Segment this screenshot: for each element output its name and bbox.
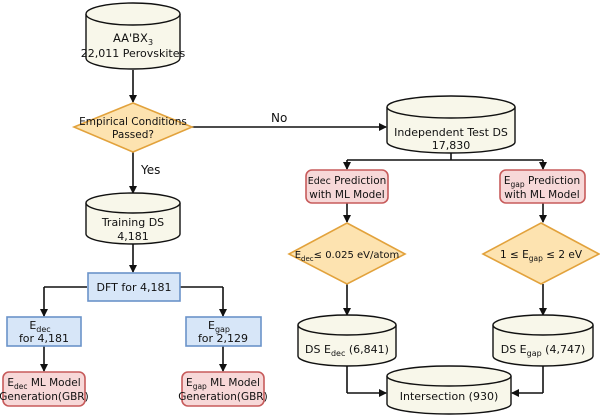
egap-prediction-symbol-subscript: gap — [511, 180, 525, 189]
training-label: Training DS — [101, 216, 164, 229]
ds-edec-cylinder: DS Edec (6,841) — [297, 314, 397, 367]
svg-text:Edec≤ 0.025 eV/atom: Edec≤ 0.025 eV/atom — [295, 250, 400, 263]
training-dataset-cylinder: Training DS 4,181 — [85, 192, 181, 245]
yes-label: Yes — [140, 163, 160, 177]
ds-edec-subscript: dec — [331, 349, 345, 358]
egap-prediction-box: Egap Prediction with ML Model — [499, 169, 586, 204]
edec-condition-subscript: dec — [301, 255, 314, 263]
svg-text:Edec: Edec — [29, 319, 50, 334]
edec-prediction-method: with ML Model — [309, 189, 384, 201]
edec-prediction-symbol: Edec — [308, 176, 331, 187]
egap-model-box: Egap ML Model Generation(GBR) — [178, 371, 268, 407]
svg-text:Egap ML Model: Egap ML Model — [186, 377, 260, 391]
ds-egap-subscript: gap — [527, 349, 542, 358]
edec-dft-box: Edec for 4,181 — [6, 316, 82, 347]
svg-text:1 ≤ Egap ≤ 2 eV: 1 ≤ Egap ≤ 2 eV — [500, 249, 583, 263]
egap-prediction-title: Prediction — [525, 175, 581, 187]
svg-text:Edec ML Model: Edec ML Model — [7, 377, 80, 391]
test-label: Independent Test DS — [394, 126, 508, 139]
egap-condition-subscript: gap — [529, 254, 543, 263]
svg-text:AA'BX3: AA'BX3 — [113, 31, 153, 47]
empirical-conditions-diamond: Empirical Conditions Passed? — [71, 102, 195, 153]
test-dataset-cylinder: Independent Test DS 17,830 — [386, 95, 516, 154]
egap-model-symbol: E — [186, 377, 193, 389]
svg-text:Egap: Egap — [208, 319, 230, 334]
empirical-label-line1: Empirical Conditions — [79, 116, 187, 128]
egap-count: for 2,129 — [198, 332, 248, 345]
edec-condition-threshold: ≤ 0.025 eV/atom — [314, 250, 400, 261]
edec-condition-diamond: Edec≤ 0.025 eV/atom — [287, 222, 407, 285]
edec-model-box: Edec ML Model Generation(GBR) — [0, 371, 89, 407]
edec-model-symbol-subscript: dec — [14, 382, 28, 391]
ds-egap-count: (4,747) — [542, 343, 586, 356]
input-count: 22,011 Perovskites — [81, 47, 186, 60]
edec-symbol-subscript: dec — [36, 325, 50, 334]
egap-model-symbol-subscript: gap — [193, 382, 207, 391]
edec-symbol: E — [29, 319, 36, 332]
dft-label: DFT for 4,181 — [97, 281, 172, 294]
egap-dft-box: Egap for 2,129 — [185, 316, 262, 347]
egap-symbol-subscript: gap — [215, 325, 230, 334]
edec-condition-symbol: E — [295, 250, 301, 261]
dft-box: DFT for 4,181 — [87, 272, 181, 302]
edec-count: for 4,181 — [19, 332, 69, 345]
edec-prediction-title: Prediction — [331, 175, 387, 187]
egap-symbol: E — [208, 319, 215, 332]
egap-model-title: ML Model — [207, 377, 260, 389]
intersection-label: Intersection (930) — [400, 390, 499, 403]
ds-edec-prefix: DS E — [305, 343, 331, 356]
egap-model-method: Generation(GBR) — [178, 391, 267, 403]
svg-text:Edec Prediction: Edec Prediction — [308, 175, 387, 187]
egap-prediction-method: with ML Model — [504, 189, 579, 201]
egap-condition-lower: 1 ≤ E — [500, 249, 529, 261]
svg-text:Egap Prediction: Egap Prediction — [504, 175, 580, 189]
egap-condition-diamond: 1 ≤ Egap ≤ 2 eV — [481, 222, 600, 285]
ds-egap-prefix: DS E — [501, 343, 527, 356]
edec-model-method: Generation(GBR) — [0, 391, 89, 403]
ds-egap-cylinder: DS Egap (4,747) — [492, 314, 594, 367]
edec-model-title: ML Model — [28, 377, 81, 389]
training-count: 4,181 — [117, 230, 149, 243]
egap-condition-upper: ≤ 2 eV — [543, 249, 583, 261]
input-dataset-cylinder: AA'BX3 22,011 Perovskites — [81, 2, 186, 70]
no-label: No — [271, 111, 287, 125]
input-formula-subscript: 3 — [148, 38, 153, 47]
egap-prediction-symbol: E — [504, 175, 511, 187]
test-count: 17,830 — [432, 139, 471, 152]
connectors — [40, 70, 547, 397]
empirical-label-line2: Passed? — [112, 129, 154, 141]
svg-text:DS Edec (6,841): DS Edec (6,841) — [305, 343, 389, 358]
edec-prediction-box: Edec Prediction with ML Model — [305, 169, 389, 204]
intersection-cylinder: Intersection (930) — [386, 365, 512, 415]
svg-text:DS Egap (4,747): DS Egap (4,747) — [501, 343, 586, 358]
ds-edec-count: (6,841) — [345, 343, 389, 356]
edec-model-symbol: E — [7, 377, 14, 389]
input-formula: AA'BX — [113, 31, 148, 45]
